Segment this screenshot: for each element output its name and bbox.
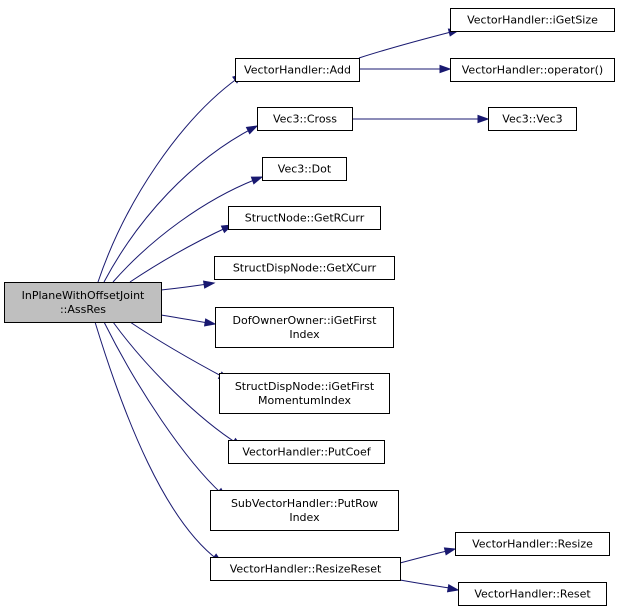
node-label: VectorHandler::Resize	[472, 538, 593, 551]
arrowhead-icon	[439, 64, 452, 74]
node-box[interactable]	[214, 256, 395, 280]
node-label: Vec3::Cross	[273, 113, 337, 126]
node-box[interactable]	[488, 107, 577, 131]
node-vec3-dot[interactable]: Vec3::Dot	[262, 157, 347, 181]
node-label: VectorHandler::iGetSize	[467, 14, 598, 27]
edge-line	[129, 321, 226, 379]
node-box[interactable]	[219, 373, 390, 414]
edge-vh_resizereset-to-vh_resize	[399, 547, 457, 564]
node-label: VectorHandler::operator()	[462, 64, 603, 77]
edge-line	[112, 176, 263, 283]
edge-root-to-doo_igetfirstindex	[160, 314, 217, 327]
node-vh-add[interactable]: VectorHandler::Add	[235, 58, 360, 82]
node-label: VectorHandler::Reset	[474, 588, 591, 601]
node-label: Index	[289, 511, 320, 524]
node-label: VectorHandler::PutCoef	[242, 446, 371, 459]
node-label: ::AssRes	[60, 303, 106, 316]
node-vh-resize[interactable]: VectorHandler::Resize	[455, 532, 610, 556]
node-vh-resizereset[interactable]: VectorHandler::ResizeReset	[210, 557, 401, 581]
edge-line	[103, 125, 258, 283]
node-box[interactable]	[228, 440, 385, 464]
node-vh-putcoef[interactable]: VectorHandler::PutCoef	[228, 440, 385, 464]
node-box[interactable]	[215, 307, 394, 348]
node-box[interactable]	[458, 582, 607, 606]
edge-line	[94, 321, 219, 561]
arrowhead-icon	[203, 318, 217, 327]
node-label: SubVectorHandler::PutRow	[231, 497, 378, 510]
node-vh-reset[interactable]: VectorHandler::Reset	[458, 582, 607, 606]
edge-root-to-vec3_cross	[103, 125, 259, 283]
call-graph-nodes: InPlaneWithOffsetJoint::AssResVectorHand…	[4, 8, 615, 606]
edge-line	[112, 321, 239, 445]
node-box[interactable]	[4, 282, 162, 323]
edge-vh_add-to-vh_igetsize	[358, 28, 461, 59]
node-label: VectorHandler::ResizeReset	[230, 563, 382, 576]
node-sn-getrcurr[interactable]: StructNode::GetRCurr	[228, 206, 381, 230]
node-vh-igetsize[interactable]: VectorHandler::iGetSize	[450, 8, 615, 32]
edge-root-to-svh_putrowindex	[103, 321, 228, 500]
node-label: DofOwnerOwner::iGetFirst	[233, 314, 378, 327]
edge-line	[399, 550, 448, 564]
node-box[interactable]	[210, 557, 401, 581]
node-box[interactable]	[257, 107, 353, 131]
node-sdn-getxcurr[interactable]: StructDispNode::GetXCurr	[214, 256, 395, 280]
edge-line	[399, 579, 451, 589]
edge-line	[97, 77, 239, 283]
node-box[interactable]	[210, 490, 399, 531]
edge-line	[129, 225, 231, 283]
node-label: Index	[289, 328, 320, 341]
arrowhead-icon	[250, 176, 264, 185]
node-label: StructNode::GetRCurr	[245, 212, 365, 225]
node-box[interactable]	[228, 206, 381, 230]
node-label: StructDispNode::iGetFirst	[235, 380, 375, 393]
arrowhead-icon	[446, 584, 460, 593]
node-vec3-vec3[interactable]: Vec3::Vec3	[488, 107, 577, 131]
edge-root-to-vec3_dot	[112, 176, 264, 283]
node-label: InPlaneWithOffsetJoint	[22, 289, 145, 302]
node-label: Vec3::Vec3	[502, 113, 562, 126]
edge-vec3_cross-to-vec3_vec3	[351, 114, 490, 124]
arrowhead-icon	[202, 280, 216, 289]
edge-root-to-vh_resizereset	[94, 321, 224, 564]
edge-vh_add-to-vh_operator	[359, 64, 452, 74]
node-box[interactable]	[235, 58, 360, 82]
arrowhead-icon	[443, 547, 457, 556]
edge-root-to-vh_add	[97, 73, 245, 283]
node-label: Vec3::Dot	[278, 163, 332, 176]
edge-root-to-sdn_getxcurr	[160, 280, 216, 291]
node-box[interactable]	[450, 8, 615, 32]
node-label: StructDispNode::GetXCurr	[233, 262, 377, 275]
edge-line	[358, 31, 452, 59]
node-label: MomentumIndex	[258, 394, 351, 407]
edge-vh_resizereset-to-vh_reset	[399, 579, 460, 593]
edge-root-to-sdn_igetfirstmomentumindex	[129, 321, 231, 381]
node-box[interactable]	[455, 532, 610, 556]
arrowhead-icon	[245, 125, 259, 135]
node-vh-operator[interactable]: VectorHandler::operator()	[450, 58, 615, 82]
node-box[interactable]	[450, 58, 615, 82]
edge-line	[103, 321, 223, 495]
root-node[interactable]: InPlaneWithOffsetJoint::AssRes	[4, 282, 162, 323]
node-label: VectorHandler::Add	[244, 64, 351, 77]
arrowhead-icon	[477, 114, 490, 124]
node-box[interactable]	[262, 157, 347, 181]
node-vec3-cross[interactable]: Vec3::Cross	[257, 107, 353, 131]
